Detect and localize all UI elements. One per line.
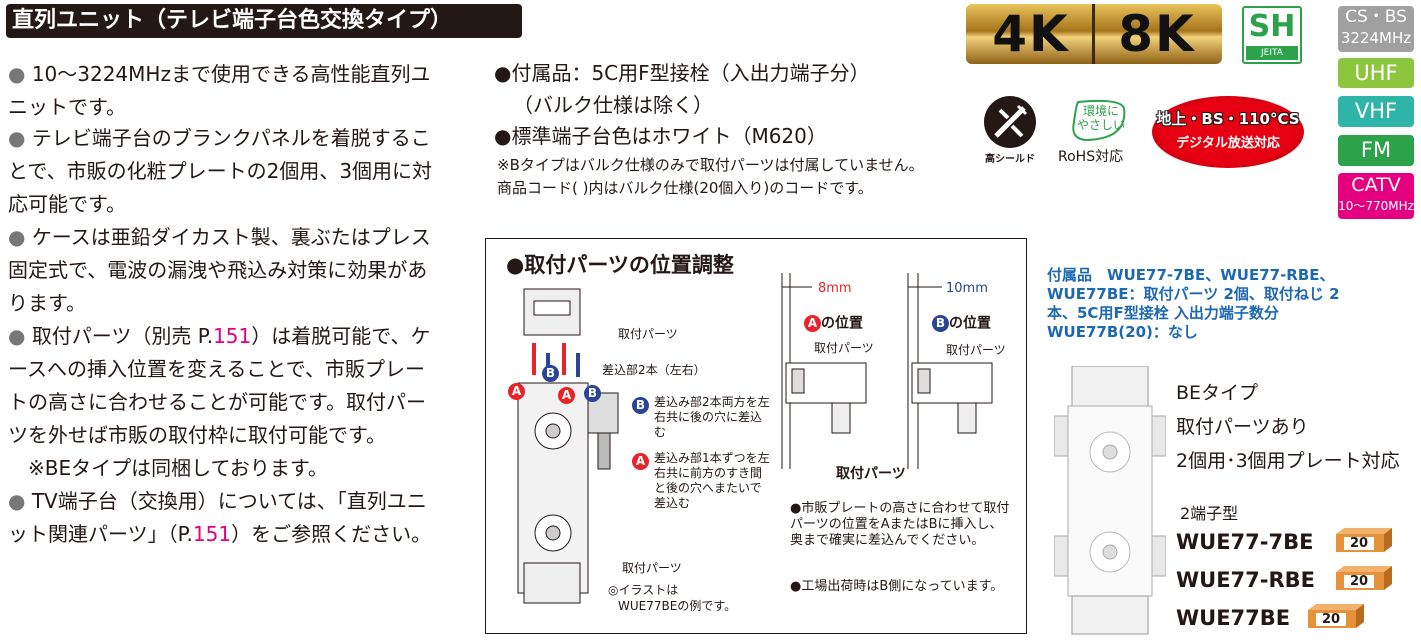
shield-icon xyxy=(982,94,1038,150)
jeita-label: JEITA xyxy=(1246,46,1298,60)
eco-leaf-icon xyxy=(1068,98,1130,144)
band-uhf: UHF xyxy=(1338,58,1414,88)
badge-divider xyxy=(1092,4,1095,64)
marker-b: B xyxy=(584,385,601,402)
illustration-note: ◎イラストは xyxy=(608,583,679,597)
8k-label: 8K xyxy=(1118,5,1196,63)
digital-broadcast-badge: 地上・BS・110°CS デジタル放送対応 xyxy=(1152,96,1304,168)
unit-illustration xyxy=(517,288,619,604)
accessory-info: 付属品 WUE77-7BE、WUE77-RBE、 WUE77BE：取付パーツ 2… xyxy=(1047,266,1340,341)
cross-section-illustration xyxy=(781,273,993,469)
label-insert: 差込部2本（左右） xyxy=(602,363,706,377)
model-name: WUE77BE xyxy=(1176,606,1291,630)
band-cs-bs: CS・BS 3224MHz xyxy=(1338,6,1414,52)
marker-a: A xyxy=(558,387,575,404)
page-link[interactable]: 151 xyxy=(213,324,252,348)
marker-b: B xyxy=(932,315,949,332)
panel-note-2: ●工場出荷時はB側になっています。 xyxy=(790,579,1004,594)
page-title: 直列ユニット（テレビ端子台色交換タイプ） xyxy=(6,4,522,38)
dim-b: 10mm xyxy=(946,281,988,296)
marker-a: A xyxy=(508,383,525,400)
dim-a: 8mm xyxy=(818,281,852,296)
illustration-note: WUE77BEの例です。 xyxy=(618,599,737,613)
feature-subnote: ※BEタイプは同梱しております。 xyxy=(28,456,328,480)
4k-label: 4K xyxy=(992,5,1070,63)
4k8k-badge: 4K 8K xyxy=(966,4,1222,64)
digital-broadcast-line1: 地上・BS・110°CS xyxy=(1156,110,1300,128)
box-icon: 20 xyxy=(1306,604,1364,628)
band-catv: CATV 10〜770MHz xyxy=(1338,173,1414,219)
marker-a: A xyxy=(804,315,821,332)
band-fm: FM xyxy=(1338,135,1414,166)
panel-note-1: ●市販プレートの高さに合わせて取付パーツの位置をAまたはBに挿入し、奥まで確実に… xyxy=(790,501,1010,548)
position-adjust-panel: ●取付パーツの位置調整 A B A B 取付パーツ 差込部2本（左右） B 差込… xyxy=(485,238,1027,634)
label-part-b: 取付パーツ xyxy=(946,343,1006,357)
sh-jeita-badge: SH JEITA xyxy=(1242,6,1302,64)
terminal-type: 2端子型 xyxy=(1180,504,1239,523)
marker-b: B xyxy=(542,365,559,382)
product-image xyxy=(1054,366,1166,635)
accessory-line: （バルク仕様は除く） xyxy=(513,93,713,117)
eco-label: 環境にやさしい xyxy=(1076,104,1125,132)
marker-a: A xyxy=(632,453,649,470)
model-name: WUE77-RBE xyxy=(1176,568,1316,592)
accessory-line: ●付属品：5C用F型接栓（入出力端子分） xyxy=(494,61,870,85)
sh-label: SH xyxy=(1248,9,1296,44)
marker-b: B xyxy=(632,397,649,414)
label-part-bottom: 取付パーツ xyxy=(622,561,682,575)
band-vhf: VHF xyxy=(1338,96,1414,127)
color-line: ●標準端子台色はホワイト（M620） xyxy=(494,124,827,148)
note-b: 差込み部2本両方を左右共に後の穴に差込む xyxy=(654,395,770,439)
box-icon: 20 xyxy=(1334,566,1392,590)
label-part-a: 取付パーツ xyxy=(814,341,874,355)
digital-broadcast-line2: デジタル放送対応 xyxy=(1176,136,1280,151)
note-a: 差込み部1本ずつを左右共に前方のすき間と後の穴へまたいで差込む xyxy=(654,451,770,510)
feature-item: ● テレビ端子台のブランクパネルを着脱することで、市販の化粧プレートの2個用、3… xyxy=(8,126,433,216)
page-link[interactable]: 151 xyxy=(192,522,232,546)
bulk-note: ※Bタイプはバルク仕様のみで取付パーツは付属していません。 xyxy=(497,156,924,174)
product-description: BEタイプ 取付パーツあり 2個用･3個用プレート対応 xyxy=(1176,382,1400,472)
box-icon: 20 xyxy=(1334,528,1392,552)
shield-label: 高シールド xyxy=(985,154,1035,165)
feature-item: ● ケースは亜鉛ダイカスト製、裏ぶたはプレス固定式で、電波の漏洩や飛込み対策に効… xyxy=(8,225,431,315)
diagram-caption: 取付パーツ xyxy=(836,466,906,482)
label-part-top: 取付パーツ xyxy=(618,327,678,341)
rohs-label: RoHS対応 xyxy=(1058,149,1124,165)
feature-item: ● 10〜3224MHzまで使用できる高性能直列ユニットです。 xyxy=(8,62,431,119)
model-name: WUE77-7BE xyxy=(1176,530,1314,554)
feature-item: ● TV端子台（交換用）については、「直列ユニット関連パーツ」（P.151）をご… xyxy=(8,489,432,546)
feature-item: ● 取付パーツ（別売 P.151）は着脱可能で、ケースへの挿入位置を変えることで… xyxy=(8,320,438,485)
code-note: 商品コード( )内はバルク仕様(20個入り)のコードです。 xyxy=(497,179,873,197)
panel-heading: ●取付パーツの位置調整 xyxy=(506,253,734,277)
